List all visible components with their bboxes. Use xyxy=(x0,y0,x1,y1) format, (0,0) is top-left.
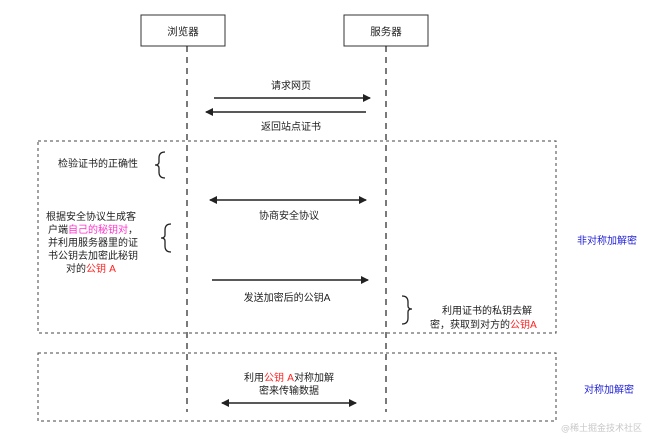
participant-server: 服务器 xyxy=(343,14,429,47)
keygen-brace xyxy=(160,223,172,253)
watermark: @稀土掘金技术社区 xyxy=(561,422,642,434)
keygen-line-4: 书公钥去加密此秘钥 xyxy=(48,249,138,262)
own-keypair-highlight: 自己的秘钥对 xyxy=(68,223,128,236)
keygen-note: 根据安全协议生成客 户端自己的秘钥对， 并利用服务器里的证 书公钥去加密此秘钥 … xyxy=(46,210,138,275)
return-cert-label: 返回站点证书 xyxy=(261,120,321,133)
pubkey-a-highlight: 公钥 A xyxy=(86,262,116,275)
decrypt-line-2: 密，获取到对方的公钥A xyxy=(430,318,537,331)
participant-browser: 浏览器 xyxy=(140,14,226,47)
decrypt-line-1: 利用证书的私钥去解 xyxy=(442,304,532,317)
verify-cert-note: 检验证书的正确性 xyxy=(58,157,138,170)
keygen-line-1: 根据安全协议生成客 xyxy=(46,210,136,223)
keygen-line-2: 户端自己的秘钥对， xyxy=(48,223,138,236)
symmetric-line-1: 利用公钥 A对称加解 xyxy=(244,371,334,384)
keygen-line-5: 对的公钥 A xyxy=(66,262,116,275)
verify-cert-brace xyxy=(154,151,166,179)
asymmetric-section-box xyxy=(37,140,557,334)
pubkey-a-received-highlight: 公钥A xyxy=(510,318,537,331)
symmetric-section-label: 对称加解密 xyxy=(584,383,634,396)
decrypt-note: 利用证书的私钥去解 密，获取到对方的公钥A xyxy=(430,304,537,331)
asymmetric-section-label: 非对称加解密 xyxy=(577,234,637,247)
participant-browser-label: 浏览器 xyxy=(167,25,199,38)
decrypt-brace xyxy=(401,295,413,325)
symmetric-note: 利用公钥 A对称加解 密来传输数据 xyxy=(244,371,334,397)
symmetric-section-box xyxy=(37,352,557,422)
send-pubkey-label: 发送加密后的公钥A xyxy=(244,291,331,304)
participant-server-label: 服务器 xyxy=(370,25,402,38)
negotiate-label: 协商安全协议 xyxy=(259,209,319,222)
keygen-line-3: 并利用服务器里的证 xyxy=(48,236,138,249)
request-page-label: 请求网页 xyxy=(271,79,311,92)
pubkey-a-symmetric-highlight: 公钥 A xyxy=(264,371,294,384)
symmetric-line-2: 密来传输数据 xyxy=(259,384,319,397)
